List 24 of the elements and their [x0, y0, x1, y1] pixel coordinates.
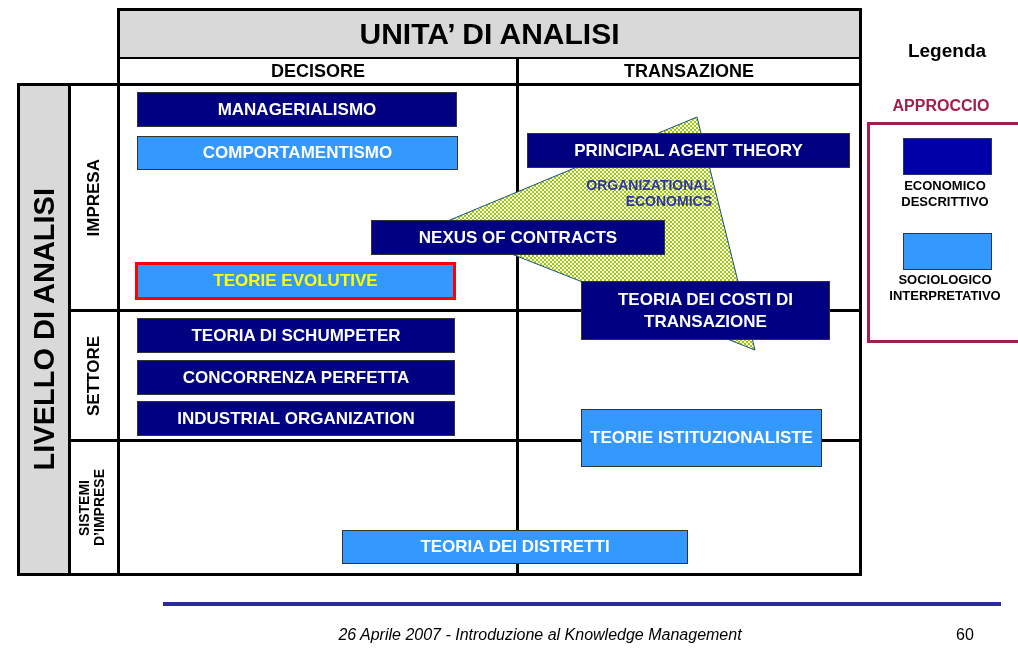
legend-heading: APPROCCIO — [891, 97, 991, 115]
column-header: DECISORE — [120, 59, 516, 83]
theory-box: INDUSTRIAL ORGANIZATION — [137, 401, 455, 436]
theory-box: CONCORRENZA PERFETTA — [137, 360, 455, 395]
legend-text: SOCIOLOGICO INTERPRETATIVO — [888, 272, 1002, 305]
legend-title: Legenda — [906, 40, 988, 62]
row-header: LIVELLO DI ANALISI — [28, 188, 60, 471]
theory-box: PRINCIPAL AGENT THEORY — [527, 133, 850, 168]
footer-caption: 26 Aprile 2007 - Introduzione al Knowledge Management — [337, 626, 743, 644]
theory-box: COMPORTAMENTISMO — [137, 136, 458, 170]
row-header: SETTORE — [85, 335, 103, 416]
row-header: SISTEMI D’IMPRESE — [77, 468, 108, 548]
legend-text: ECONOMICO DESCRITTIVO — [900, 178, 990, 211]
theory-box: MANAGERIALISMO — [137, 92, 457, 127]
theory-box: TEORIE ISTITUZIONALISTE — [581, 409, 822, 467]
theory-box: TEORIA DI SCHUMPETER — [137, 318, 455, 353]
theory-box: TEORIE EVOLUTIVE — [135, 262, 456, 300]
row-header: IMPRESA — [85, 158, 103, 237]
theory-box: NEXUS OF CONTRACTS — [371, 220, 665, 255]
theory-box: TEORIA DEI DISTRETTI — [342, 530, 688, 564]
theory-box: TEORIA DEI COSTI DI TRANSAZIONE — [581, 281, 830, 340]
column-header: TRANSAZIONE — [519, 59, 859, 83]
column-header: UNITA’ DI ANALISI — [120, 11, 859, 57]
page-number: 60 — [955, 626, 975, 644]
